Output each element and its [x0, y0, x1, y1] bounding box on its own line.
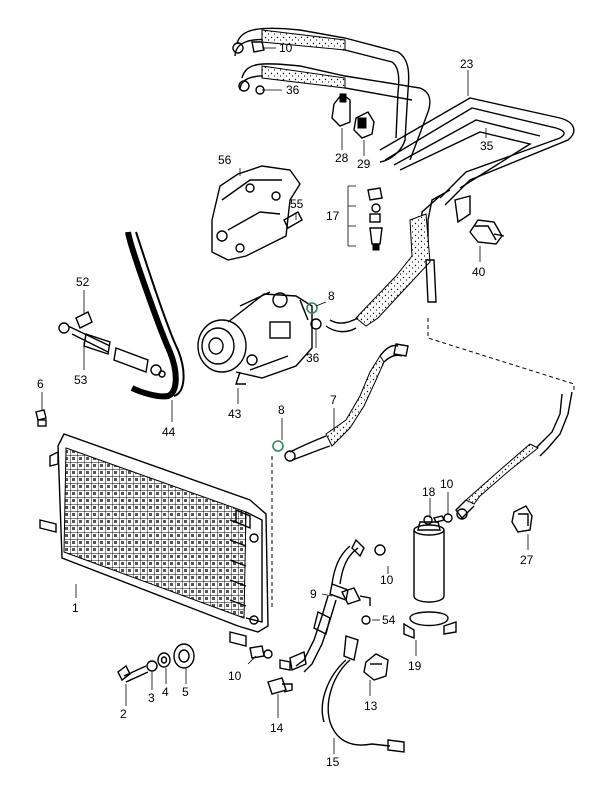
washer-4 [157, 652, 171, 668]
callout-18: 18 [422, 485, 436, 499]
callout-15: 15 [326, 755, 340, 769]
hose-7 [284, 343, 409, 462]
right-hose-assembly [455, 391, 573, 520]
upper-hose-assembly [232, 27, 575, 206]
o-ring-8-lower [272, 440, 284, 452]
fitting-9 [341, 587, 371, 606]
clamp-27 [511, 505, 533, 533]
callout-52: 52 [76, 275, 90, 289]
compressor-43 [197, 291, 313, 385]
receiver-dryer-18 [413, 515, 446, 603]
callout-9: 9 [310, 587, 317, 601]
condenser-1 [39, 433, 269, 647]
callout-1: 1 [72, 601, 79, 615]
mid-hose-assembly [325, 189, 471, 333]
bolt-2 [117, 664, 149, 683]
callout-56: 56 [218, 153, 232, 167]
callout-6: 6 [37, 377, 44, 391]
callout-29: 29 [357, 157, 371, 171]
callout-36-mid: 36 [306, 351, 320, 365]
nut-10-top-shape [251, 41, 265, 53]
callout-10-pipe: 10 [380, 573, 394, 587]
callout-28: 28 [335, 151, 349, 165]
drive-belt-44 [125, 231, 185, 400]
callout-36-top: 36 [286, 83, 300, 97]
nut-10-dryer [443, 513, 453, 523]
sensor-14 [267, 677, 293, 695]
callout-53: 53 [74, 373, 88, 387]
bolt-set-52-53 [58, 311, 166, 378]
callout-27: 27 [520, 553, 534, 567]
washer-3 [146, 660, 158, 672]
bushing-5 [173, 643, 195, 669]
o-ring-54 [361, 615, 371, 625]
callout-23: 23 [460, 57, 474, 71]
callout-10-dryer: 10 [440, 477, 454, 491]
callout-8-lower: 8 [278, 403, 285, 417]
callout-54: 54 [382, 613, 396, 627]
compressor-bracket-56 [211, 165, 301, 261]
callout-14: 14 [270, 721, 284, 735]
callout-13: 13 [364, 699, 378, 713]
callout-35: 35 [480, 139, 494, 153]
dryer-bracket-19 [403, 611, 457, 640]
clip-29 [353, 111, 375, 139]
valve-parts-17 [347, 185, 383, 251]
callout-43: 43 [228, 407, 242, 421]
callout-2: 2 [120, 707, 127, 721]
leader-lines [41, 47, 529, 754]
callout-7: 7 [330, 393, 337, 407]
sensor-13 [363, 653, 389, 681]
drain-plug-6 [35, 409, 47, 427]
nut-36-mid [310, 318, 322, 330]
clamp-40 [469, 219, 505, 245]
callout-5: 5 [182, 685, 189, 699]
callout-10-lower: 10 [228, 669, 242, 683]
lower-pipe-9 [279, 538, 365, 673]
pin-55 [283, 211, 303, 229]
callout-3: 3 [148, 691, 155, 705]
callout-40: 40 [472, 265, 486, 279]
callout-labels: 10 36 23 35 28 29 56 55 17 40 52 53 8 36… [37, 41, 534, 769]
clip-28 [331, 93, 351, 127]
callout-19: 19 [408, 659, 422, 673]
callout-10-top: 10 [279, 41, 293, 55]
nut-10-lower [249, 645, 273, 659]
callout-4: 4 [162, 685, 169, 699]
nut-10-pipe [374, 544, 386, 556]
o-ring-8-upper [306, 302, 318, 314]
switch-cable-15 [321, 635, 405, 753]
callout-44: 44 [162, 425, 176, 439]
callout-8-upper: 8 [328, 289, 335, 303]
dashed-connection-line [427, 318, 575, 390]
callout-55: 55 [290, 197, 304, 211]
callout-17: 17 [326, 209, 340, 223]
